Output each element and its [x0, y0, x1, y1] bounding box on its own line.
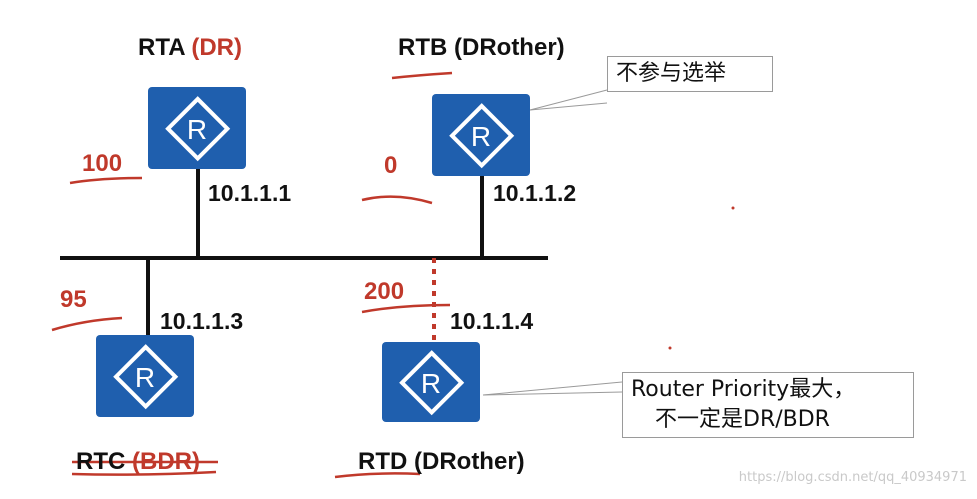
- rtb-callout-pointer-2: [529, 102, 608, 111]
- prio-100-underline: [69, 176, 143, 185]
- rtc-role: (BDR): [132, 448, 200, 475]
- rtc-title: RTC (BDR): [76, 448, 200, 476]
- router-icon-rta: R: [148, 87, 246, 169]
- rtb-ip: 10.1.1.2: [493, 180, 577, 206]
- router-icon-rtc: R: [96, 335, 194, 417]
- rtc-underline: [71, 470, 217, 476]
- rtb-title: RTB (DRother): [398, 34, 565, 62]
- rtb-underline: [391, 71, 453, 80]
- svg-text:R: R: [187, 114, 207, 145]
- rta-role: (DR): [191, 34, 242, 61]
- rtb-name: RTB: [398, 34, 448, 61]
- rtd-ip: 10.1.1.4: [450, 308, 534, 334]
- rtc-ip: 10.1.1.3: [160, 308, 244, 334]
- rtd-role: (DRother): [414, 448, 525, 475]
- prio-95-underline: [51, 316, 123, 332]
- rtd-callout-line2: 不一定是DR/BDR: [655, 407, 830, 432]
- rtd-name: RTD: [358, 448, 408, 475]
- rtd-callout-line1: Router Priority最大，: [631, 377, 856, 402]
- rtb-callout-pointer: [529, 89, 608, 111]
- prio-200-underline: [361, 303, 451, 314]
- rtc-priority: 95: [60, 286, 87, 313]
- rtb-callout-text: 不参与选举: [616, 61, 727, 86]
- rta-ip: 10.1.1.1: [208, 180, 292, 206]
- router-icon-rtd: R: [382, 342, 480, 422]
- prio-0-underline: [361, 195, 433, 205]
- rtd-callout-pointer-2: [482, 391, 623, 396]
- rtd-title: RTD (DRother): [358, 448, 525, 476]
- svg-text:R: R: [135, 362, 155, 393]
- rtd-underline: [334, 472, 421, 479]
- rta-title: RTA (DR): [138, 34, 242, 62]
- rtc-name: RTC: [76, 448, 126, 475]
- watermark: https://blog.csdn.net/qq_40934971: [738, 470, 967, 485]
- svg-text:R: R: [471, 121, 491, 152]
- rtd-callout: Router Priority最大， 不一定是DR/BDR: [622, 372, 914, 438]
- rta-priority: 100: [82, 150, 123, 177]
- rtb-priority: 0: [384, 152, 398, 179]
- rta-name: RTA: [138, 34, 185, 61]
- rtb-role: (DRother): [454, 34, 565, 61]
- rtb-callout: 不参与选举: [607, 56, 773, 92]
- router-icon-rtb: R: [432, 94, 530, 176]
- rtd-callout-pointer: [482, 381, 623, 396]
- svg-text:R: R: [421, 368, 441, 399]
- rtd-priority: 200: [364, 278, 405, 305]
